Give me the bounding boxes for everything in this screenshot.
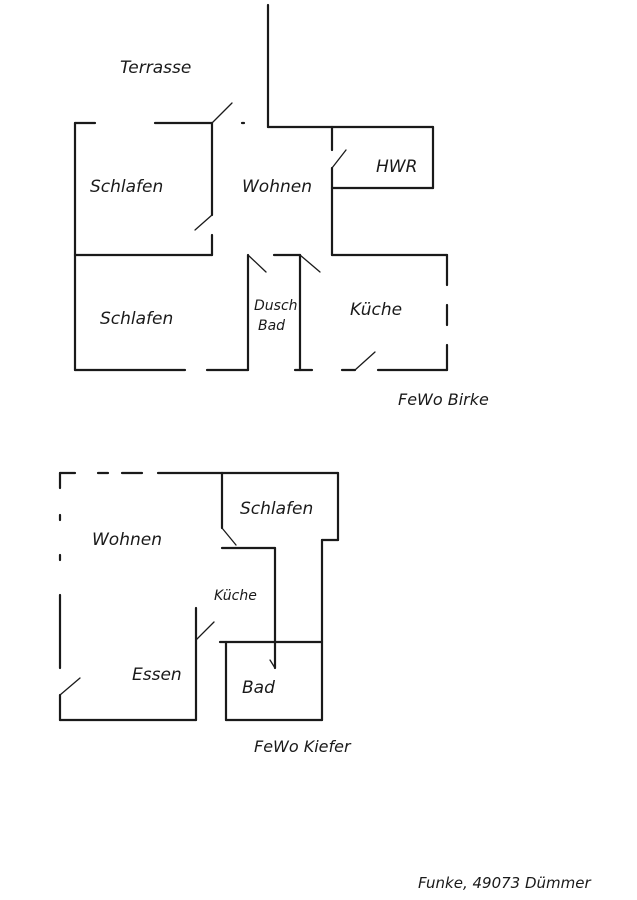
plan-birke-walls [73, 3, 449, 372]
plan-kiefer-walls [58, 471, 340, 722]
room-label-hwr: HWR [376, 157, 417, 177]
room-label-essen: Essen [132, 665, 182, 685]
plan-kiefer-doors [59, 527, 276, 696]
room-label-kueche: Küche [350, 300, 402, 320]
plan-kiefer-caption: FeWo Kiefer [254, 737, 352, 756]
room-label-schlafen-kiefer: Schlafen [240, 499, 313, 519]
room-label-dusch: Dusch [254, 298, 298, 314]
plan-birke-caption: FeWo Birke [398, 390, 489, 409]
room-label-wohnen-kiefer: Wohnen [92, 530, 162, 550]
footer-address: Funke, 49073 Dümmer [418, 874, 591, 892]
room-label-bad-kiefer: Bad [242, 678, 275, 698]
plan-birke-doors [194, 102, 376, 371]
room-label-bad: Bad [258, 318, 285, 334]
room-label-kueche-kiefer: Küche [214, 588, 257, 604]
plan-birke: Terrasse Schlafen Wohnen HWR Schlafen Du… [73, 3, 489, 409]
room-label-schlafen-1: Schlafen [90, 177, 163, 197]
room-label-wohnen: Wohnen [242, 177, 312, 197]
room-label-schlafen-2: Schlafen [100, 309, 173, 329]
plan-kiefer: Wohnen Schlafen Küche Essen Bad FeWo Kie… [58, 471, 352, 756]
terrace-label: Terrasse [120, 58, 191, 78]
